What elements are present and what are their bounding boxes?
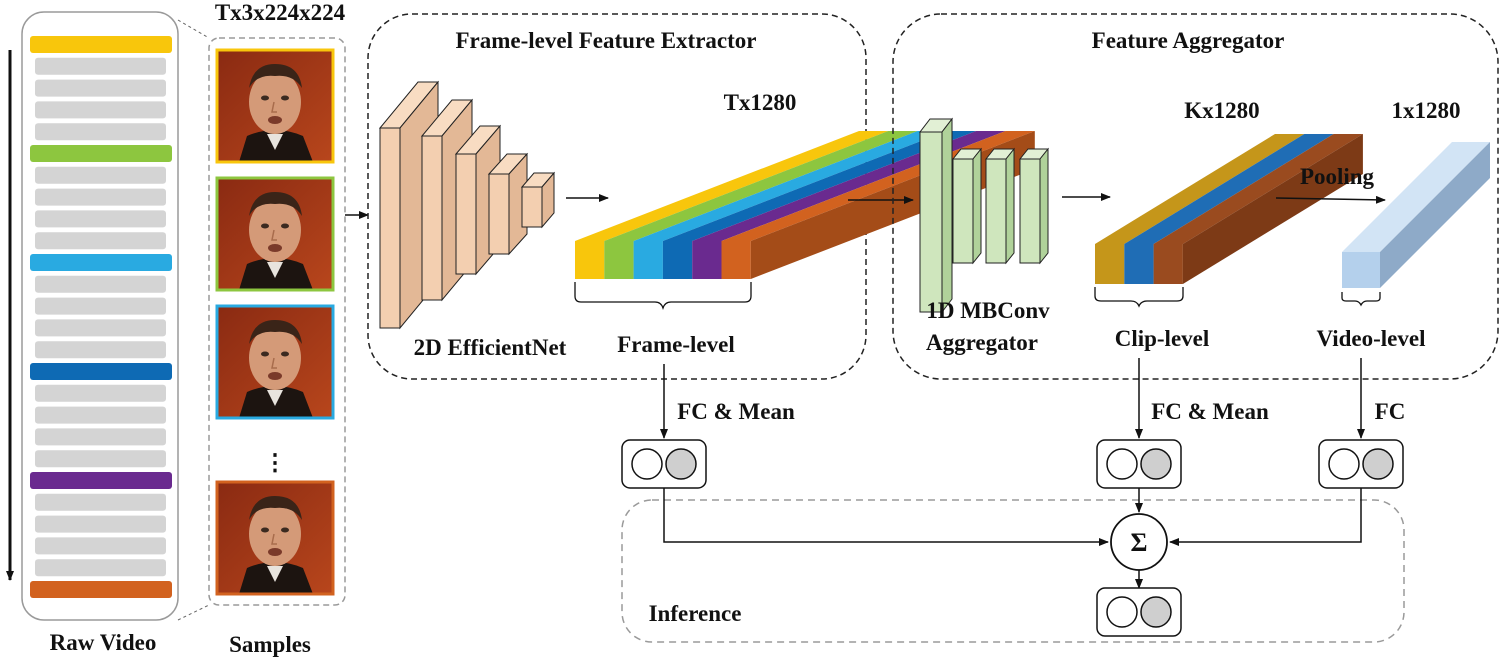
- final-output: [1096, 587, 1182, 637]
- sampled-frame-bar: [30, 472, 172, 489]
- feature-aggregator-panel: [892, 13, 1499, 380]
- tensor-stripe: [662, 131, 977, 241]
- mbconv-layer-block: [918, 117, 954, 314]
- sample-frame-thumbnail: [215, 480, 335, 596]
- pooling-label: Pooling: [1300, 164, 1375, 189]
- raw-frame-bar: [35, 297, 166, 315]
- tensor-stripe: [604, 131, 918, 241]
- raw-frame-bar: [35, 79, 166, 97]
- raw-frame-bar: [35, 450, 166, 468]
- clip-feature-tensor: [1095, 134, 1363, 284]
- clip-head-output: [1096, 439, 1182, 489]
- tensor-stripe-front: [633, 241, 663, 279]
- frame-extractor-panel: [367, 13, 867, 380]
- samples-shape-label: Tx3x224x224: [215, 0, 346, 25]
- frame-level-brace: [574, 282, 752, 311]
- efficientnet-blocks: [378, 80, 556, 330]
- clip-head-label: FC & Mean: [1151, 399, 1269, 424]
- mbconv-layer-block: [984, 147, 1016, 265]
- video-to-sum-arrow: [1169, 488, 1362, 546]
- sample-frame-thumbnail: [215, 48, 335, 164]
- raw-video-label: Raw Video: [50, 630, 157, 655]
- samples-column: ⋮: [177, 19, 346, 621]
- raw-frame-bar: [35, 406, 166, 424]
- sampled-frame-bar: [30, 254, 172, 271]
- cnn-layer-block: [487, 152, 529, 256]
- clip-tensor-label: Kx1280: [1184, 98, 1259, 123]
- raw-frame-bar: [35, 428, 166, 446]
- feature-aggregator-title: Feature Aggregator: [1092, 28, 1285, 53]
- tensor-stripe: [633, 131, 947, 241]
- mbconv-label-line2: Aggregator: [926, 330, 1038, 355]
- clip-level-label: Clip-level: [1115, 326, 1210, 351]
- samples-ellipsis: ⋮: [264, 450, 287, 475]
- raw-frame-bar: [35, 515, 166, 533]
- sampled-frame-bar: [30, 36, 172, 53]
- clip-feature-slab-body: [1095, 134, 1363, 284]
- frame-tensor-label: Tx1280: [724, 90, 797, 115]
- sampled-frame-bar: [30, 145, 172, 162]
- sampled-frame-bar: [30, 363, 172, 380]
- frame-head-label: FC & Mean: [677, 399, 795, 424]
- video-head-label: FC: [1375, 399, 1406, 424]
- video-feature-tensor: [1342, 142, 1490, 288]
- raw-frame-bar: [35, 232, 166, 250]
- cnn-layer-block: [520, 171, 556, 229]
- raw-frame-bar: [35, 210, 166, 228]
- frame-head-output: [621, 439, 707, 489]
- raw-frame-bar: [35, 166, 166, 184]
- sampled-frame-bar: [30, 581, 172, 598]
- tensor-stripe: [1124, 134, 1334, 244]
- sample-frame-thumbnail: [215, 304, 335, 420]
- mbconv-layer-block: [951, 147, 983, 265]
- samples-label: Samples: [229, 632, 311, 657]
- video-tensor-label: 1x1280: [1392, 98, 1461, 123]
- inference-label: Inference: [649, 601, 742, 626]
- raw-frame-bar: [35, 341, 166, 359]
- raw-frame-bar: [35, 275, 166, 293]
- frame-to-sum-arrow: [663, 488, 1109, 546]
- raw-frame-bar: [35, 57, 166, 75]
- raw-frame-bar: [35, 188, 166, 206]
- video-head-output: [1318, 439, 1404, 489]
- raw-video-strip: [6, 11, 179, 621]
- tensor-stripe: [1153, 134, 1363, 244]
- raw-frame-bar: [35, 101, 166, 119]
- tensor-stripe-front: [604, 241, 634, 279]
- mbconv-layer-block: [1018, 147, 1050, 265]
- tensor-stripe-front: [1153, 244, 1183, 284]
- raw-frame-bar: [35, 559, 166, 577]
- efficientnet-label: 2D EfficientNet: [414, 335, 567, 360]
- tensor-stripe-front: [1124, 244, 1154, 284]
- frame-extractor-title: Frame-level Feature Extractor: [456, 28, 757, 53]
- mbconv-label-line1: 1D MBConv: [926, 298, 1050, 323]
- raw-frame-bar: [35, 123, 166, 141]
- sum-symbol: Σ: [1131, 528, 1148, 557]
- clip-level-brace: [1094, 287, 1184, 308]
- raw-frame-bar: [35, 384, 166, 402]
- sample-frame-thumbnail: [215, 176, 335, 292]
- tensor-stripe-front: [1095, 244, 1125, 284]
- raw-frame-bar: [35, 537, 166, 555]
- video-level-brace: [1341, 292, 1381, 307]
- tensor-stripe-front: [575, 241, 605, 279]
- mbconv-blocks: [918, 117, 1050, 314]
- frame-level-label: Frame-level: [617, 332, 734, 357]
- pooling-arrow: [1275, 195, 1386, 204]
- raw-frame-bar: [35, 493, 166, 511]
- tensor-stripe: [575, 131, 889, 241]
- inference-panel: [621, 499, 1405, 643]
- raw-frame-bar: [35, 319, 166, 337]
- tensor-side: [1182, 134, 1363, 284]
- tensor-stripe-front: [721, 241, 751, 279]
- tensor-stripe: [1095, 134, 1305, 244]
- tensor-stripe-front: [692, 241, 722, 279]
- tensor-stripe-front: [662, 241, 693, 279]
- video-level-label: Video-level: [1316, 326, 1425, 351]
